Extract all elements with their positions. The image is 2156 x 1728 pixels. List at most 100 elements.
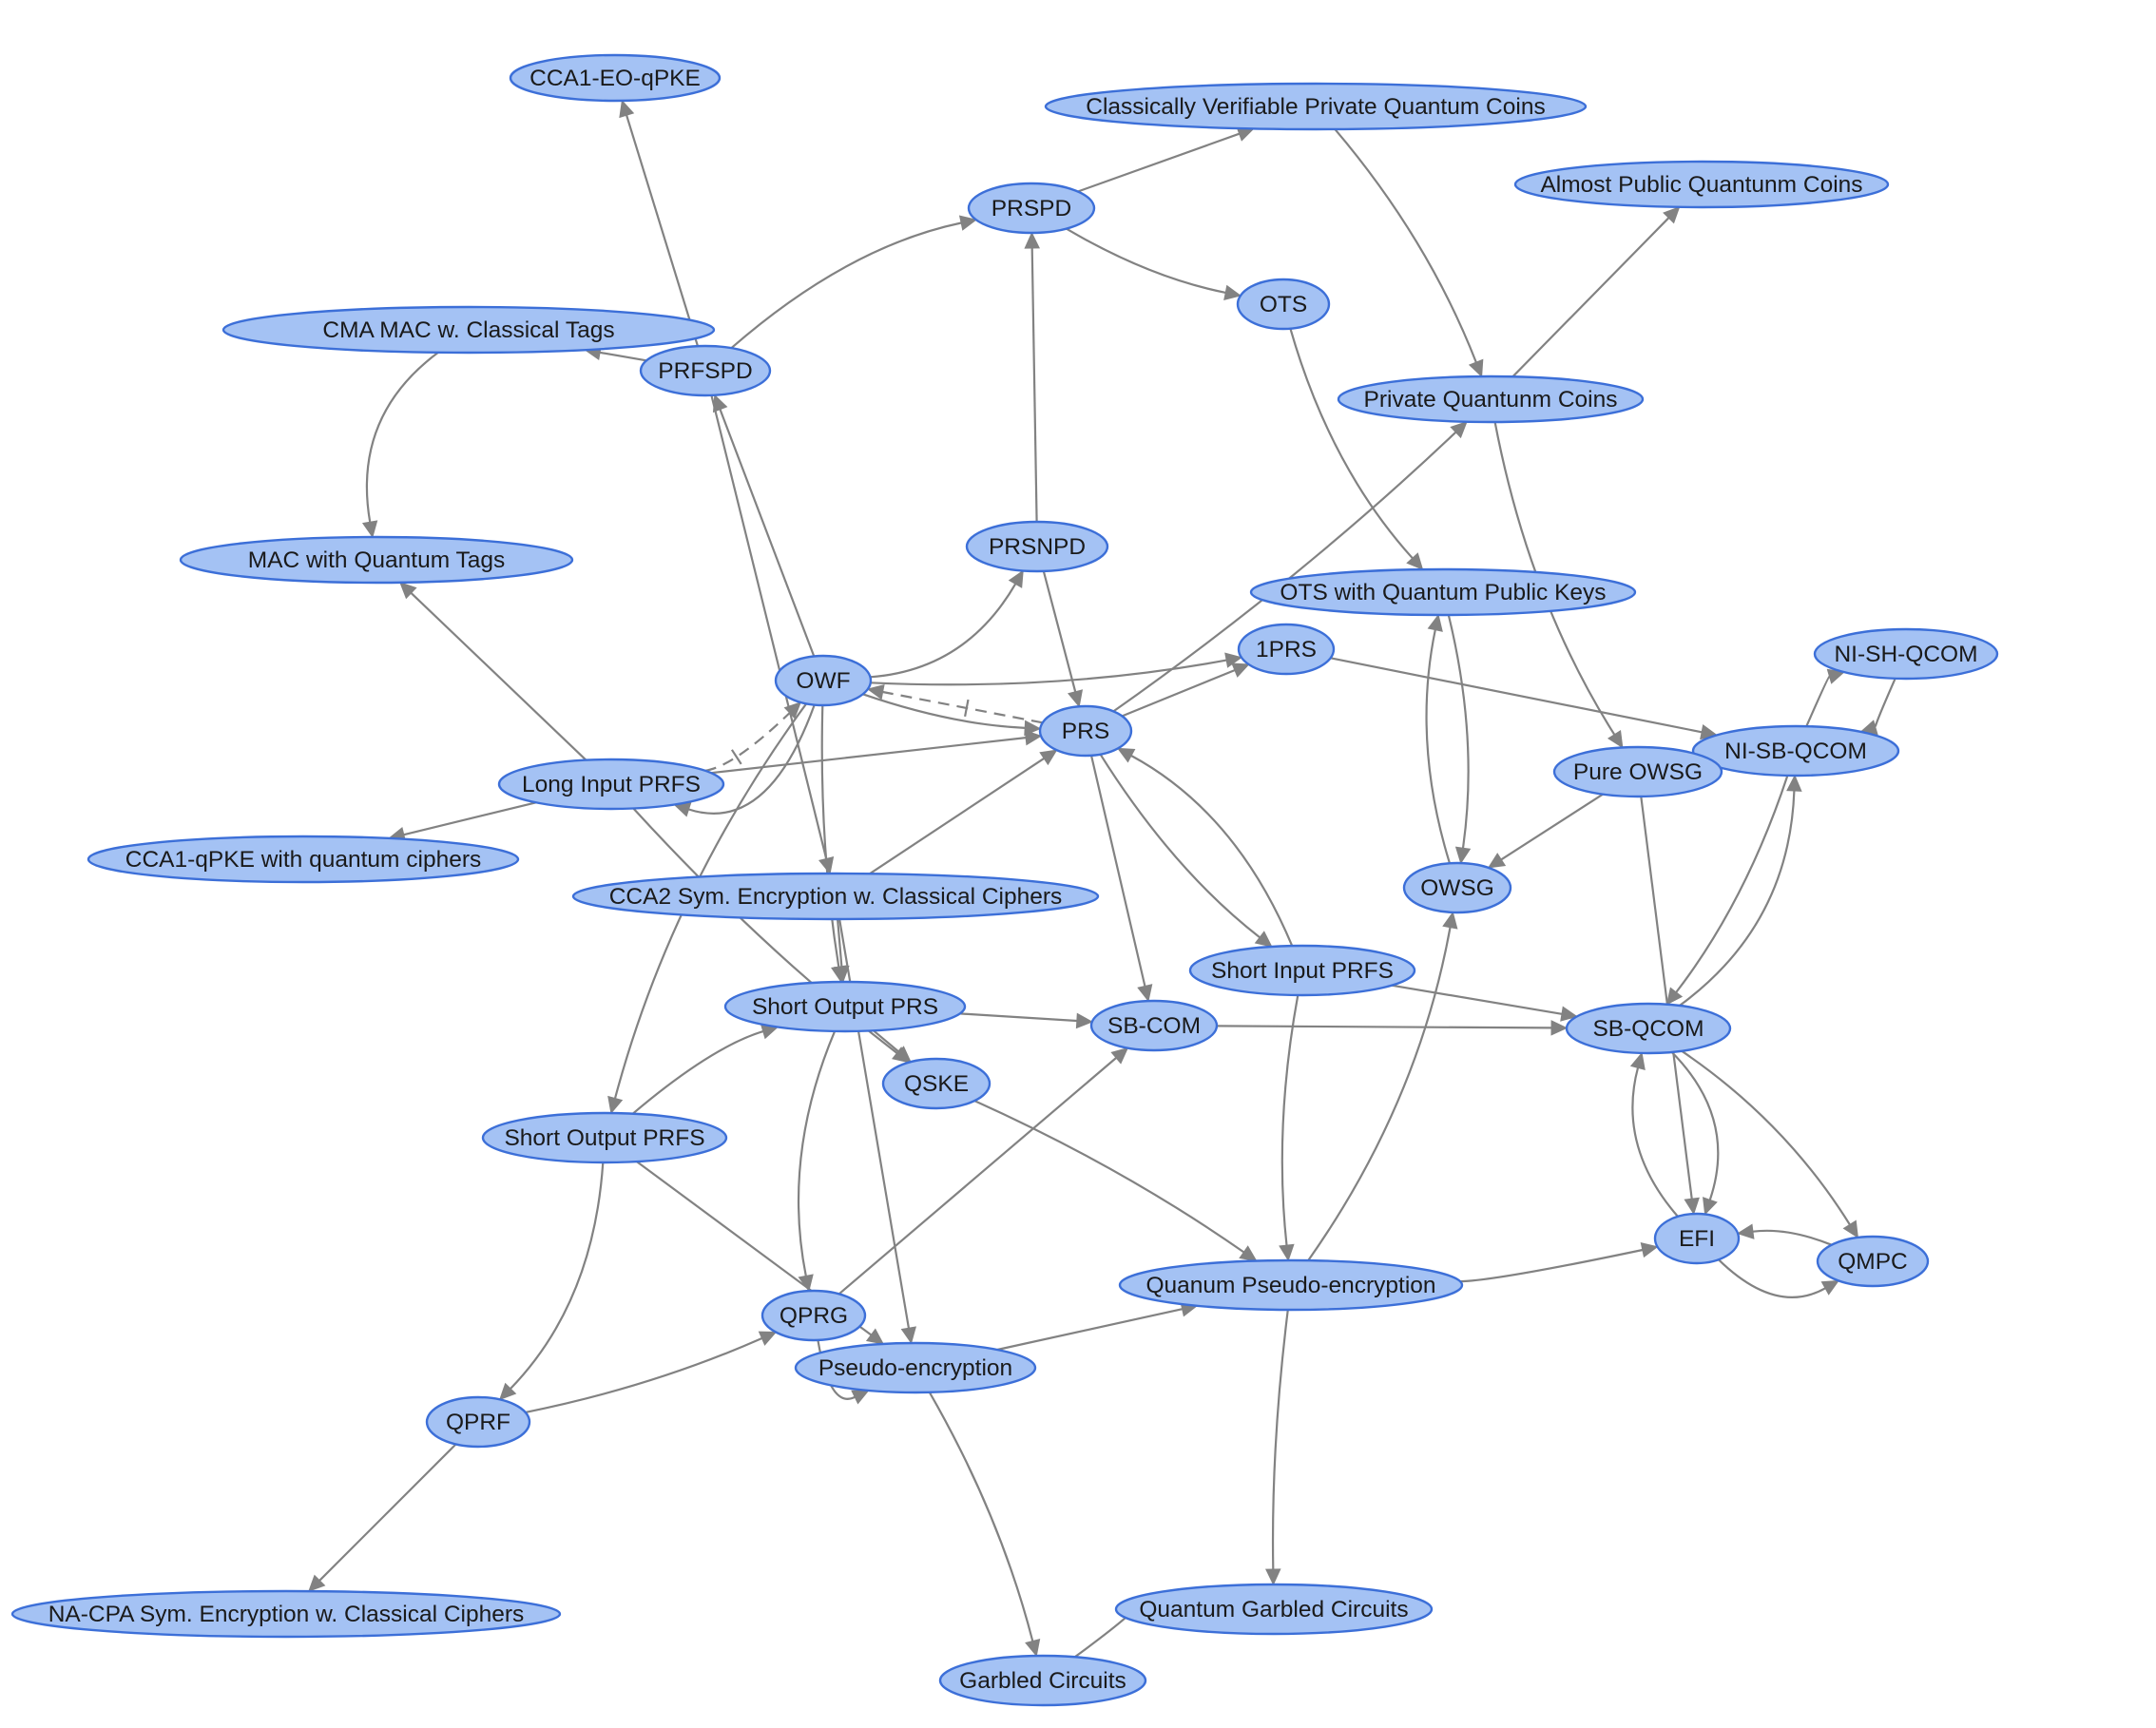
- edge-cmamac-to-macqt: [361, 351, 439, 539]
- node-ellipse: [1337, 374, 1645, 424]
- edge-qske-to-qpe: [973, 1100, 1258, 1262]
- node-label: PRSNPD: [989, 534, 1086, 560]
- edge-arrowhead: [619, 99, 635, 119]
- edge-line: [837, 1057, 1117, 1296]
- node-ellipse: [1188, 944, 1416, 997]
- node-label: OTS: [1260, 292, 1307, 317]
- node-otsqpk[interactable]: OTS with Quantum Public Keys: [1249, 567, 1637, 617]
- edge-arrowhead: [1024, 231, 1040, 249]
- edge-line: [1874, 678, 1896, 729]
- edge-nishqcom-to-nisbqcom: [1859, 678, 1896, 736]
- node-ellipse: [967, 182, 1096, 235]
- edge-ots-to-otsqpk: [1289, 328, 1424, 570]
- node-nishqcom[interactable]: NI-SH-QCOM: [1813, 627, 1999, 681]
- node-qske[interactable]: QSKE: [881, 1057, 991, 1110]
- edge-line: [1391, 984, 1563, 1015]
- edge-line: [710, 394, 828, 859]
- edge-line: [719, 409, 816, 657]
- node-ellipse: [10, 1589, 562, 1639]
- node-qmpc[interactable]: QMPC: [1816, 1235, 1930, 1288]
- edge-arrowhead: [1068, 689, 1084, 708]
- node-prspd[interactable]: PRSPD: [967, 182, 1096, 235]
- edge-arrowhead: [607, 1095, 624, 1115]
- edge-qpe-to-owsg: [1307, 911, 1458, 1261]
- node-qprg[interactable]: QPRG: [760, 1289, 867, 1342]
- edge-line: [1121, 669, 1236, 718]
- node-ellipse: [87, 835, 520, 884]
- edge-line: [870, 659, 1227, 686]
- node-prsnpd[interactable]: PRSNPD: [965, 520, 1109, 573]
- node-ellipse: [221, 305, 716, 355]
- edge-arrowhead: [1786, 774, 1802, 792]
- node-efi[interactable]: EFI: [1653, 1212, 1741, 1265]
- node-sbqcom[interactable]: SB-QCOM: [1565, 1002, 1732, 1055]
- node-label: Garbled Circuits: [959, 1668, 1126, 1694]
- edge-arrowhead: [851, 1390, 870, 1405]
- edge-arrowhead: [1075, 1012, 1093, 1029]
- node-cca1-eo-qpke[interactable]: CCA1-EO-qPKE: [509, 53, 722, 103]
- node-label: PRFSPD: [658, 358, 752, 384]
- edge-line: [1459, 1248, 1644, 1283]
- node-gc[interactable]: Garbled Circuits: [938, 1654, 1147, 1707]
- node-pqc[interactable]: Private Quantunm Coins: [1337, 374, 1645, 424]
- edge-arrowhead: [1550, 1020, 1569, 1036]
- node-cca2[interactable]: CCA2 Sym. Encryption w. Classical Cipher…: [571, 872, 1100, 921]
- node-siprfs[interactable]: Short Input PRFS: [1188, 944, 1416, 997]
- edge-owf-to-prsnpd: [870, 569, 1024, 679]
- node-owsg[interactable]: OWSG: [1402, 861, 1512, 914]
- node-pe[interactable]: Pseudo-encryption: [794, 1341, 1037, 1394]
- edge-arrowhead: [1442, 911, 1458, 930]
- node-soprfs[interactable]: Short Output PRFS: [481, 1111, 728, 1164]
- edge-line: [1631, 1067, 1679, 1218]
- node-ots[interactable]: OTS: [1236, 278, 1331, 331]
- node-qgc[interactable]: Quantum Garbled Circuits: [1114, 1583, 1434, 1636]
- edge-line: [1640, 796, 1693, 1200]
- separation-tick: [964, 699, 970, 718]
- edge-siprfs-to-qpe: [1279, 994, 1299, 1262]
- edge-siprfs-to-prs: [1116, 747, 1294, 947]
- edge-arrowhead: [1024, 729, 1043, 746]
- edge-arrowhead: [1137, 984, 1153, 1003]
- node-1prs[interactable]: 1PRS: [1237, 623, 1336, 676]
- edge-cca2-to-pe: [838, 918, 916, 1345]
- node-cca1qpke[interactable]: CCA1-qPKE with quantum ciphers: [87, 835, 520, 884]
- node-qpe[interactable]: Quanum Pseudo-encryption: [1118, 1258, 1464, 1312]
- edge-liprfs-to-prs: [710, 729, 1043, 775]
- edge-arrowhead: [865, 1328, 885, 1345]
- edge-pe-to-gc: [928, 1392, 1041, 1658]
- node-ellipse: [1402, 861, 1512, 914]
- node-apqc[interactable]: Almost Public Quantunm Coins: [1513, 160, 1890, 209]
- edge-arrowhead: [1468, 358, 1484, 378]
- node-pureowsg[interactable]: Pure OWSG: [1552, 745, 1723, 798]
- edge-line: [626, 114, 700, 347]
- node-prs[interactable]: PRS: [1038, 704, 1133, 758]
- edge-line: [1425, 629, 1452, 864]
- node-label: SB-QCOM: [1592, 1016, 1704, 1042]
- edge-prsnpd-to-prspd: [1024, 231, 1040, 523]
- edge-line: [1099, 754, 1261, 939]
- node-soprs[interactable]: Short Output PRS: [723, 980, 967, 1033]
- edge-prspd-to-cvpqc: [1077, 126, 1255, 193]
- edges-layer: [308, 99, 1896, 1659]
- edge-liprfs-to-macqt: [399, 581, 587, 761]
- edge-line: [973, 1100, 1245, 1254]
- node-nacpa[interactable]: NA-CPA Sym. Encryption w. Classical Ciph…: [10, 1589, 562, 1639]
- node-cvpqc[interactable]: Classically Verifiable Private Quantum C…: [1044, 82, 1588, 131]
- node-nisbqcom[interactable]: NI-SB-QCOM: [1691, 724, 1900, 778]
- node-liprfs[interactable]: Long Input PRFS: [497, 758, 725, 811]
- edge-prs-to-1prs: [1121, 662, 1250, 718]
- node-macqt[interactable]: MAC with Quantum Tags: [179, 535, 574, 585]
- node-prfspd[interactable]: PRFSPD: [639, 344, 772, 397]
- node-cmamac[interactable]: CMA MAC w. Classical Tags: [221, 305, 716, 355]
- edge-arrowhead: [1736, 1223, 1755, 1239]
- node-qprf[interactable]: QPRF: [425, 1395, 531, 1449]
- edge-line: [1042, 570, 1077, 693]
- edge-line: [1089, 755, 1146, 987]
- edge-line: [1307, 927, 1452, 1261]
- node-owf[interactable]: OWF: [774, 654, 873, 707]
- edge-arrowhead: [399, 581, 417, 600]
- node-sbcom[interactable]: SB-COM: [1089, 999, 1219, 1052]
- node-ellipse: [497, 758, 725, 811]
- node-label: Quantum Garbled Circuits: [1139, 1597, 1408, 1622]
